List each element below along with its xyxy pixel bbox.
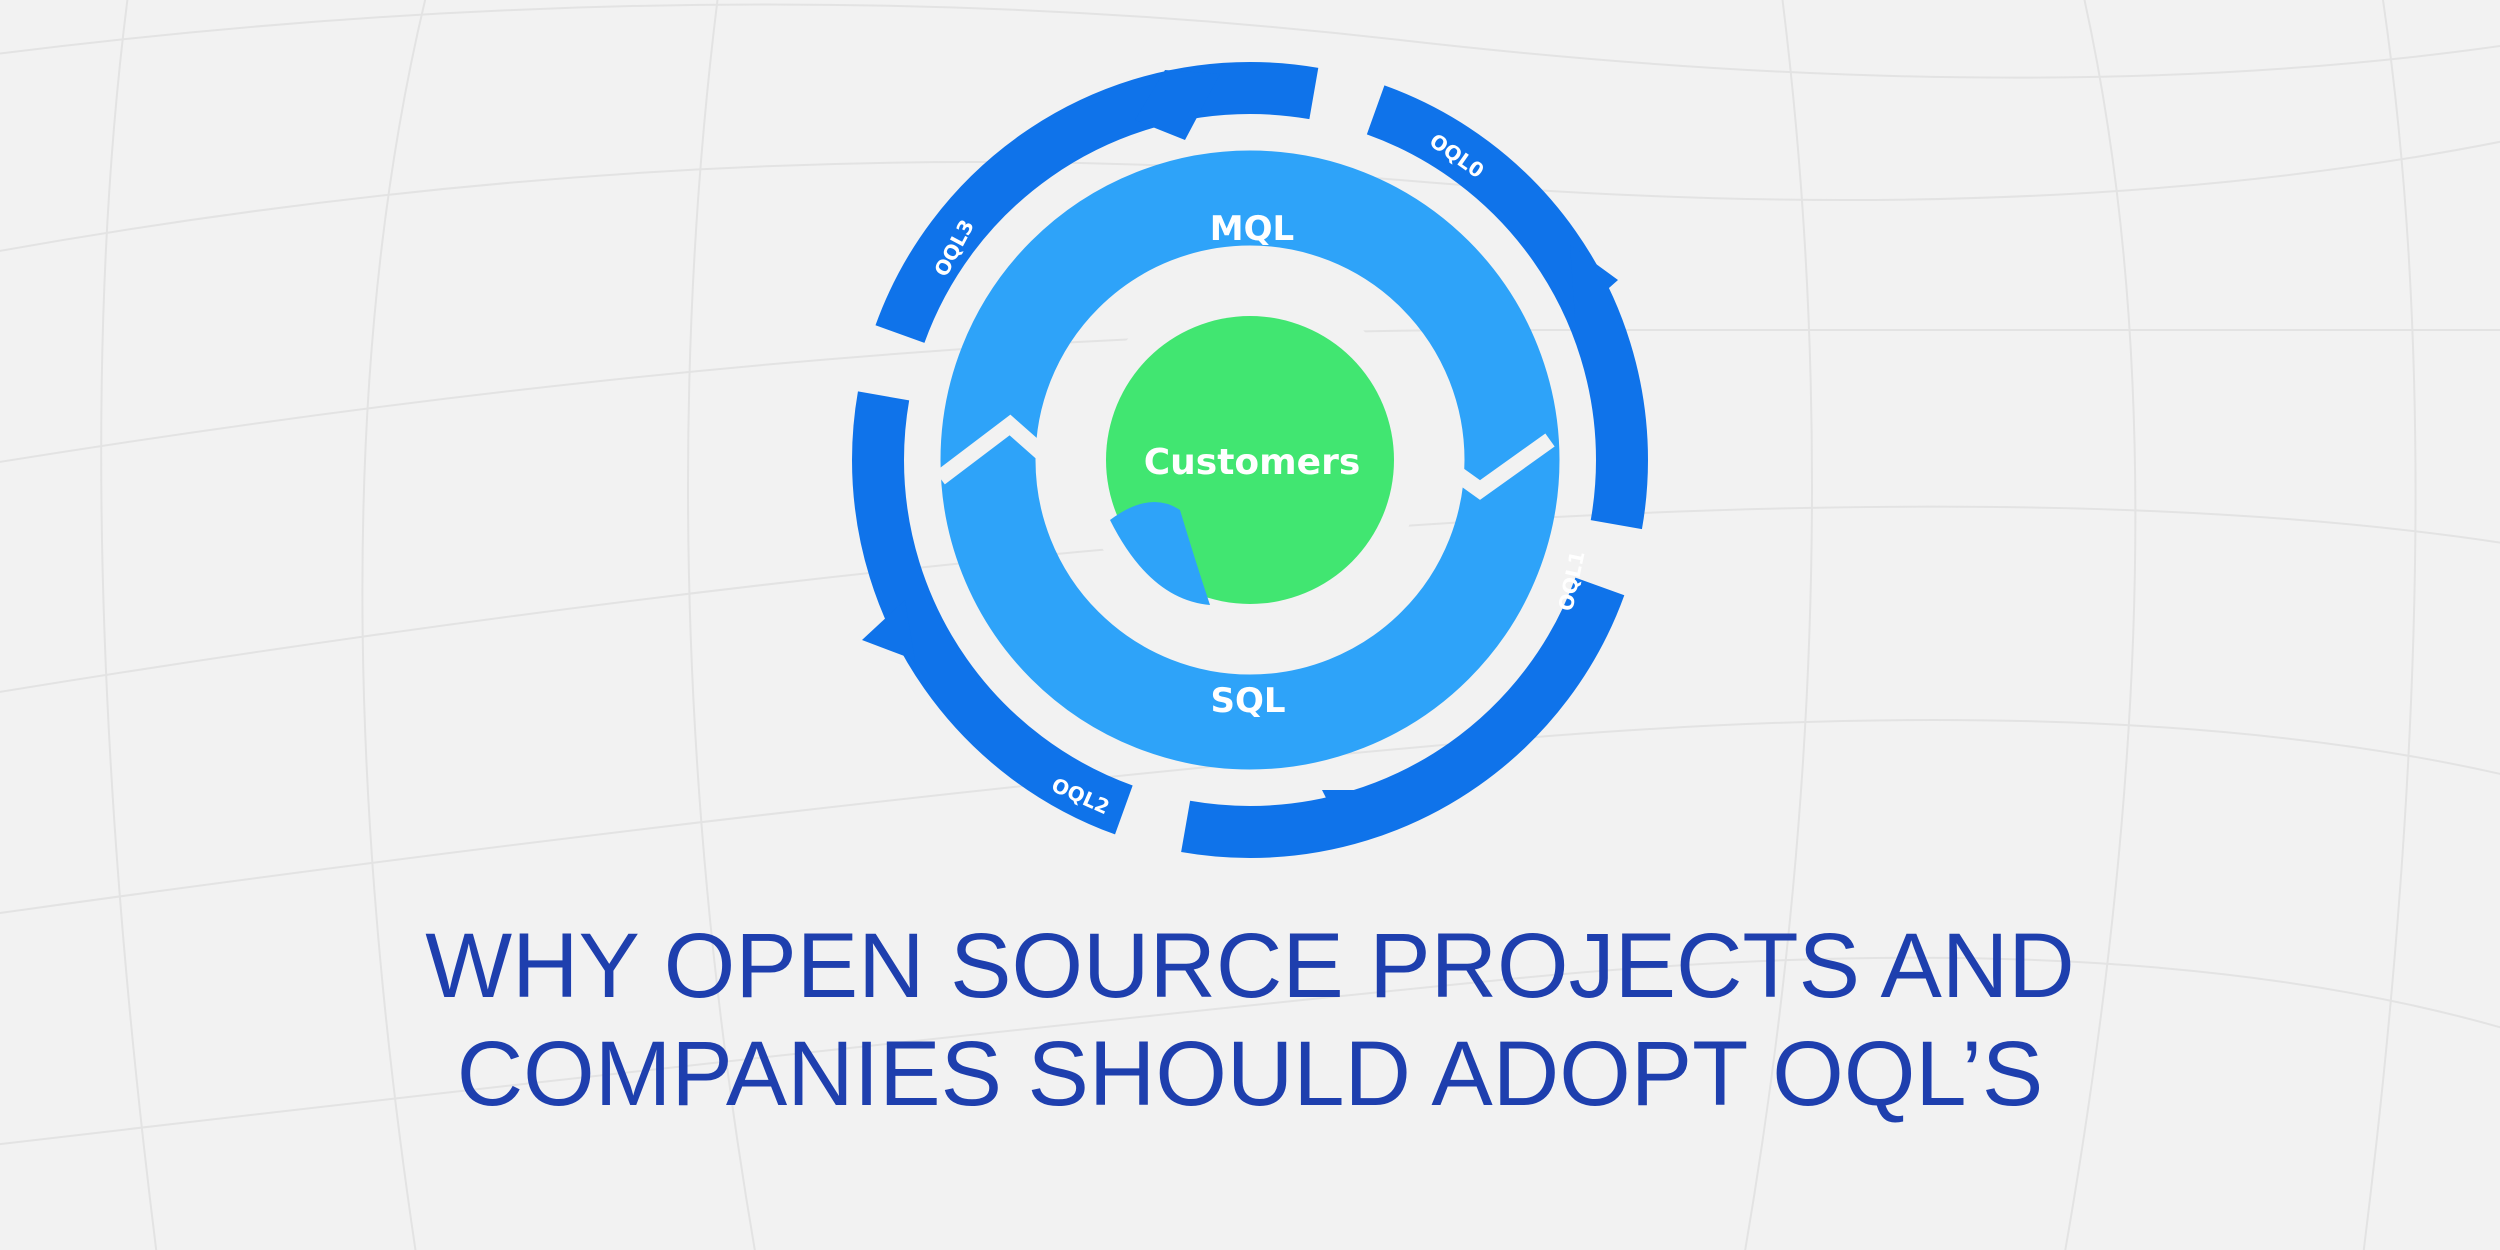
headline-line-2: COMPANIES SHOULD ADOPT OQL’S: [456, 1023, 2044, 1125]
sql-label: SQL: [1210, 681, 1285, 721]
customers-label: Customers: [1144, 442, 1361, 483]
headline: WHY OPEN SOURCE PROJECTS AND COMPANIES S…: [0, 912, 2500, 1128]
headline-line-1: WHY OPEN SOURCE PROJECTS AND: [425, 915, 2075, 1017]
outer-ring: [852, 62, 1648, 858]
mql-label: MQL: [1210, 209, 1294, 249]
